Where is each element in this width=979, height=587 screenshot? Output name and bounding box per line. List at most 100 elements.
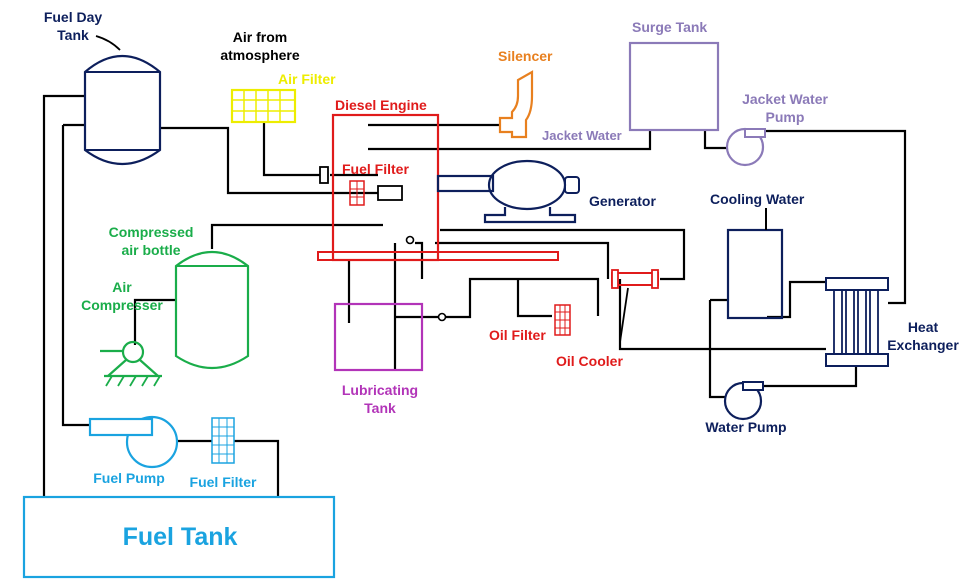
label-heat-exchanger-2: Exchanger [887, 337, 959, 353]
label-fuel-tank: Fuel Tank [123, 523, 238, 551]
oil-filter [554, 304, 571, 336]
oil-filter-grid [555, 305, 570, 335]
pipe-cooler-out [435, 241, 610, 279]
fuel-injector-block [377, 185, 403, 201]
label-air-filter: Air Filter [278, 71, 336, 87]
heat-exchanger-tubes [833, 289, 879, 355]
label-oil-cooler: Oil Cooler [556, 353, 623, 369]
label-silencer: Silencer [498, 48, 553, 64]
label-air-compressor-1: Air [112, 279, 132, 295]
air-compressor-leg-left [107, 359, 127, 377]
pipe-compressed-air [210, 223, 383, 249]
label-surge-tank: Surge Tank [632, 19, 707, 35]
label-air-from-2: atmosphere [220, 47, 300, 63]
pipe-cooling-to-pump [708, 300, 726, 399]
label-jacket-water-pump-2: Pump [766, 109, 805, 125]
lubricating-tank-box [333, 302, 424, 372]
generator-shaft [436, 174, 495, 193]
label-oil-filter: Oil Filter [489, 327, 546, 343]
fuel-tank [22, 495, 336, 579]
lubricating-tank [333, 302, 447, 372]
oil-cooler-cap-left [611, 269, 619, 289]
pipe-fuel-filter-to-tank [234, 439, 280, 497]
pipe-lube-to-oil-line [446, 277, 600, 319]
fuel-day-tank [83, 35, 162, 166]
compressed-air-bottle [174, 250, 250, 370]
generator [436, 159, 580, 224]
silencer-shape [498, 70, 534, 139]
pipe-water-pump-to-exchanger [762, 366, 858, 388]
generator-end-cap [564, 176, 580, 194]
pipe-jacket-water [368, 130, 652, 151]
diesel-engine-frame [331, 113, 440, 262]
label-compressed-air-2: air bottle [121, 242, 180, 258]
label-lubricating-tank-1: Lubricating [342, 382, 418, 398]
air-filter-grid [232, 90, 295, 122]
label-fuel-day-tank-1: Fuel Day [44, 9, 103, 25]
pipe-surge-to-pump [703, 130, 727, 150]
label-air-from-1: Air from [233, 29, 287, 45]
heat-exchanger-top [825, 277, 889, 291]
label-compressed-air-1: Compressed [109, 224, 194, 240]
pipe-compressor-to-bottle [133, 298, 175, 345]
label-jacket-water: Jacket Water [542, 128, 622, 143]
label-generator: Generator [589, 193, 656, 209]
pipe-day-tank-to-engine [160, 126, 378, 195]
label-jacket-water-pump-1: Jacket Water [742, 91, 828, 107]
cooling-water-tank [726, 208, 784, 320]
label-diesel-engine: Diesel Engine [335, 97, 427, 113]
pipe-oil-filter-loop [516, 279, 552, 318]
pipe-pump-to-exchanger [765, 129, 907, 305]
label-heat-exchanger-1: Heat [908, 319, 939, 335]
water-pump-outlet [742, 381, 764, 391]
lube-valve-lower [437, 312, 447, 322]
label-water-pump: Water Pump [705, 419, 786, 435]
silencer [498, 70, 534, 139]
air-compressor-hatching [105, 375, 161, 387]
air-bottle-shape [174, 250, 250, 370]
water-pump [723, 381, 764, 421]
engine-fuel-filter-grid [350, 181, 364, 205]
oil-cooler-pointer [619, 287, 629, 343]
generator-mount [483, 207, 577, 224]
air-compressor-leg-right [139, 359, 159, 377]
oil-cooler-cap-right [651, 269, 659, 289]
label-cooling-water: Cooling Water [710, 191, 805, 207]
pipe-network [42, 94, 907, 497]
fuel-pump [88, 415, 179, 469]
air-compressor-body [121, 340, 145, 364]
heat-exchanger [825, 277, 889, 367]
fuel-pump-body [125, 415, 179, 469]
jacket-water-pump [725, 127, 766, 167]
bottom-fuel-filter-grid [212, 418, 234, 463]
engine-base-bar [317, 251, 559, 261]
pipe-exchanger-to-cooling [767, 280, 826, 319]
bottom-fuel-filter-box [211, 417, 235, 464]
fuel-day-tank-pointer [95, 35, 121, 51]
jacket-water-pump-outlet [744, 128, 766, 138]
air-filter [230, 88, 297, 124]
air-compressor [100, 340, 162, 387]
surge-tank [628, 41, 720, 132]
heat-exchanger-bottom [825, 353, 889, 367]
fuel-pump-inlet [88, 417, 154, 437]
intake-valve [319, 166, 329, 184]
label-bottom-fuel-filter: Fuel Filter [190, 474, 257, 490]
labels: Fuel Day Tank Air from atmosphere Air Fi… [44, 9, 960, 551]
cooling-water-tank-box [726, 228, 784, 320]
label-fuel-pump: Fuel Pump [93, 470, 165, 486]
label-fuel-day-tank-2: Tank [57, 27, 89, 43]
generator-body [487, 159, 567, 211]
pipe-cooler-outlet [618, 279, 826, 351]
label-lubricating-tank-2: Tank [364, 400, 396, 416]
pipe-fuel-supply-outer [42, 94, 85, 497]
pipe-oil-to-cooler [415, 241, 424, 279]
oil-cooler [611, 269, 659, 343]
lube-valve-upper [405, 235, 415, 245]
bottom-fuel-filter [211, 417, 235, 464]
label-air-compressor-2: Compresser [81, 297, 163, 313]
label-engine-fuel-filter: Fuel Filter [342, 161, 409, 177]
pipe-fuel-pump-to-day-tank [61, 125, 90, 427]
pipe-air-intake [262, 122, 320, 177]
